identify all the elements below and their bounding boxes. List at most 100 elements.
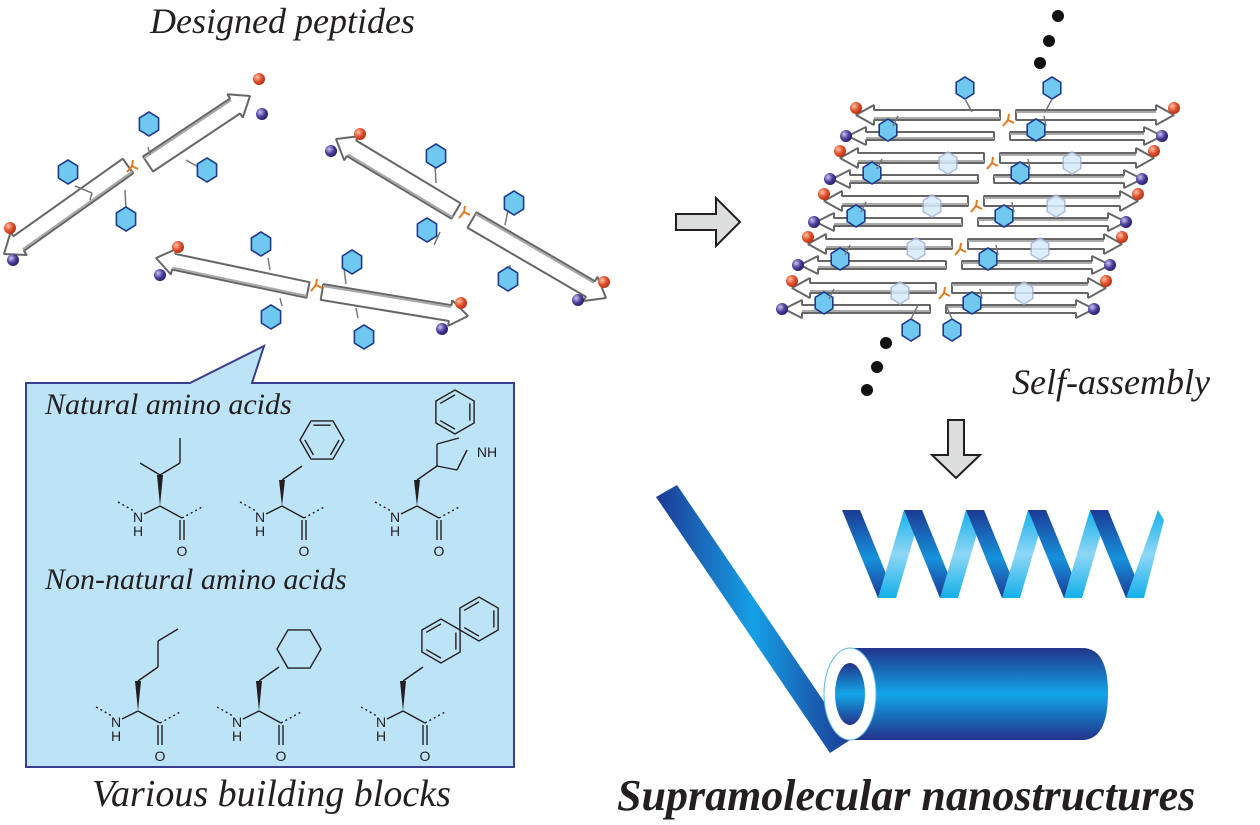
helix-back-segment [878,510,922,598]
beta-strand [831,169,979,189]
hexagon-side-chain-icon [938,151,958,175]
bond [456,449,468,471]
wedge-bond [157,475,163,506]
aromatic-ring [435,389,475,435]
beta-strand [3,157,135,256]
c-terminus-icon [354,128,366,140]
supramolecular-nanostructures-title: Supramolecular nanostructures [617,771,1196,820]
bond [143,505,161,515]
bond [159,710,183,724]
hexagon-side-chain-icon [901,318,921,342]
hexagon-side-chain-icon [196,157,218,183]
side-chain-bond [910,304,919,320]
bond [137,666,159,682]
beta-strand [815,212,963,232]
strand-edge [347,153,453,218]
wedge-bond [414,480,420,506]
oxygen-label: O [177,543,188,559]
bond [304,439,315,456]
aromatic-ring [299,420,345,460]
bond [416,465,438,481]
helical-ribbon [842,510,1164,598]
beta-strand [791,277,937,299]
beta-strand [823,190,969,212]
nitrogen-label: N [111,714,121,730]
side-chain-bond [945,304,953,320]
bond [281,465,303,481]
nitrogen-label: N [376,714,386,730]
hexagon-side-chain-icon [1030,237,1050,261]
bond [280,710,304,724]
beta-strand [855,104,1001,126]
helix-front-segment [904,510,958,598]
linker-icon [986,156,999,170]
hexagon-side-chain-icon [942,318,962,342]
hexagon-side-chain-icon [830,247,850,271]
side-chain-bond [1011,201,1015,213]
bond [159,462,181,476]
hexagon-side-chain-icon [497,266,519,292]
beta-strand [466,211,607,302]
linker-icon [954,242,967,256]
nh-label: NH [477,444,497,460]
side-chain-bond [1043,115,1047,127]
peptide-2 [325,128,610,306]
c-terminus-icon [1132,188,1144,200]
c-terminus-icon [1168,102,1180,114]
side-chain-bond [355,307,359,319]
c-terminus-icon [818,188,830,200]
helix-front-segment [966,510,1020,598]
hexagon-side-chain-icon [425,143,447,169]
bond [95,706,113,717]
wedge-bond [400,681,406,711]
bond [436,465,458,471]
bond [402,710,426,724]
right-arrow-icon [675,195,742,249]
amino-acid-norleucine: NHO [95,628,183,764]
bond [360,706,378,717]
oxygen-label: O [420,748,431,764]
sheet-row [808,188,1144,232]
bond [425,648,442,659]
hydrogen-label: H [133,523,143,539]
hydrogen-label: H [390,523,400,539]
hexagon-side-chain-icon [260,304,282,330]
bond [265,505,283,515]
amino-acid-phenylalanine: NHO [239,420,345,559]
side-chain-bond [267,257,271,271]
n-terminus-icon [1136,173,1148,185]
side-chain-bond [343,267,347,285]
hexagon-side-chain-icon [1014,281,1034,305]
sheet-row [776,275,1112,319]
linker-icon [310,278,323,292]
helix-back-segment [940,510,984,598]
linker-icon [1002,113,1015,127]
hexagon-side-chain-icon [878,118,898,142]
hydrogen-label: H [232,728,242,744]
hexagon-side-chain-icon [994,204,1014,228]
n-terminus-icon [325,145,337,157]
hexagon-side-chain-icon [814,291,834,315]
natural-amino-acids-label: Natural amino acids [45,388,292,421]
nitrogen-label: N [133,509,143,525]
side-chain-bond [964,98,973,113]
side-chain-bond [147,146,151,156]
side-chain-bond [995,244,999,256]
hexagon-side-chain-icon [353,324,375,350]
n-terminus-icon [824,173,836,185]
bond [117,501,135,512]
c-terminus-icon [1148,145,1160,157]
bond [402,666,424,682]
oxygen-label: O [155,748,166,764]
c-terminus-icon [834,145,846,157]
bond [242,710,260,720]
strand-edge [22,170,133,251]
beta-strand [807,233,953,255]
self-assembled-sheet [776,76,1180,342]
hexagon-side-chain-icon [862,161,882,185]
aromatic-ring [421,618,461,664]
bond [436,437,460,445]
n-terminus-icon [7,254,19,266]
bond [416,505,440,519]
